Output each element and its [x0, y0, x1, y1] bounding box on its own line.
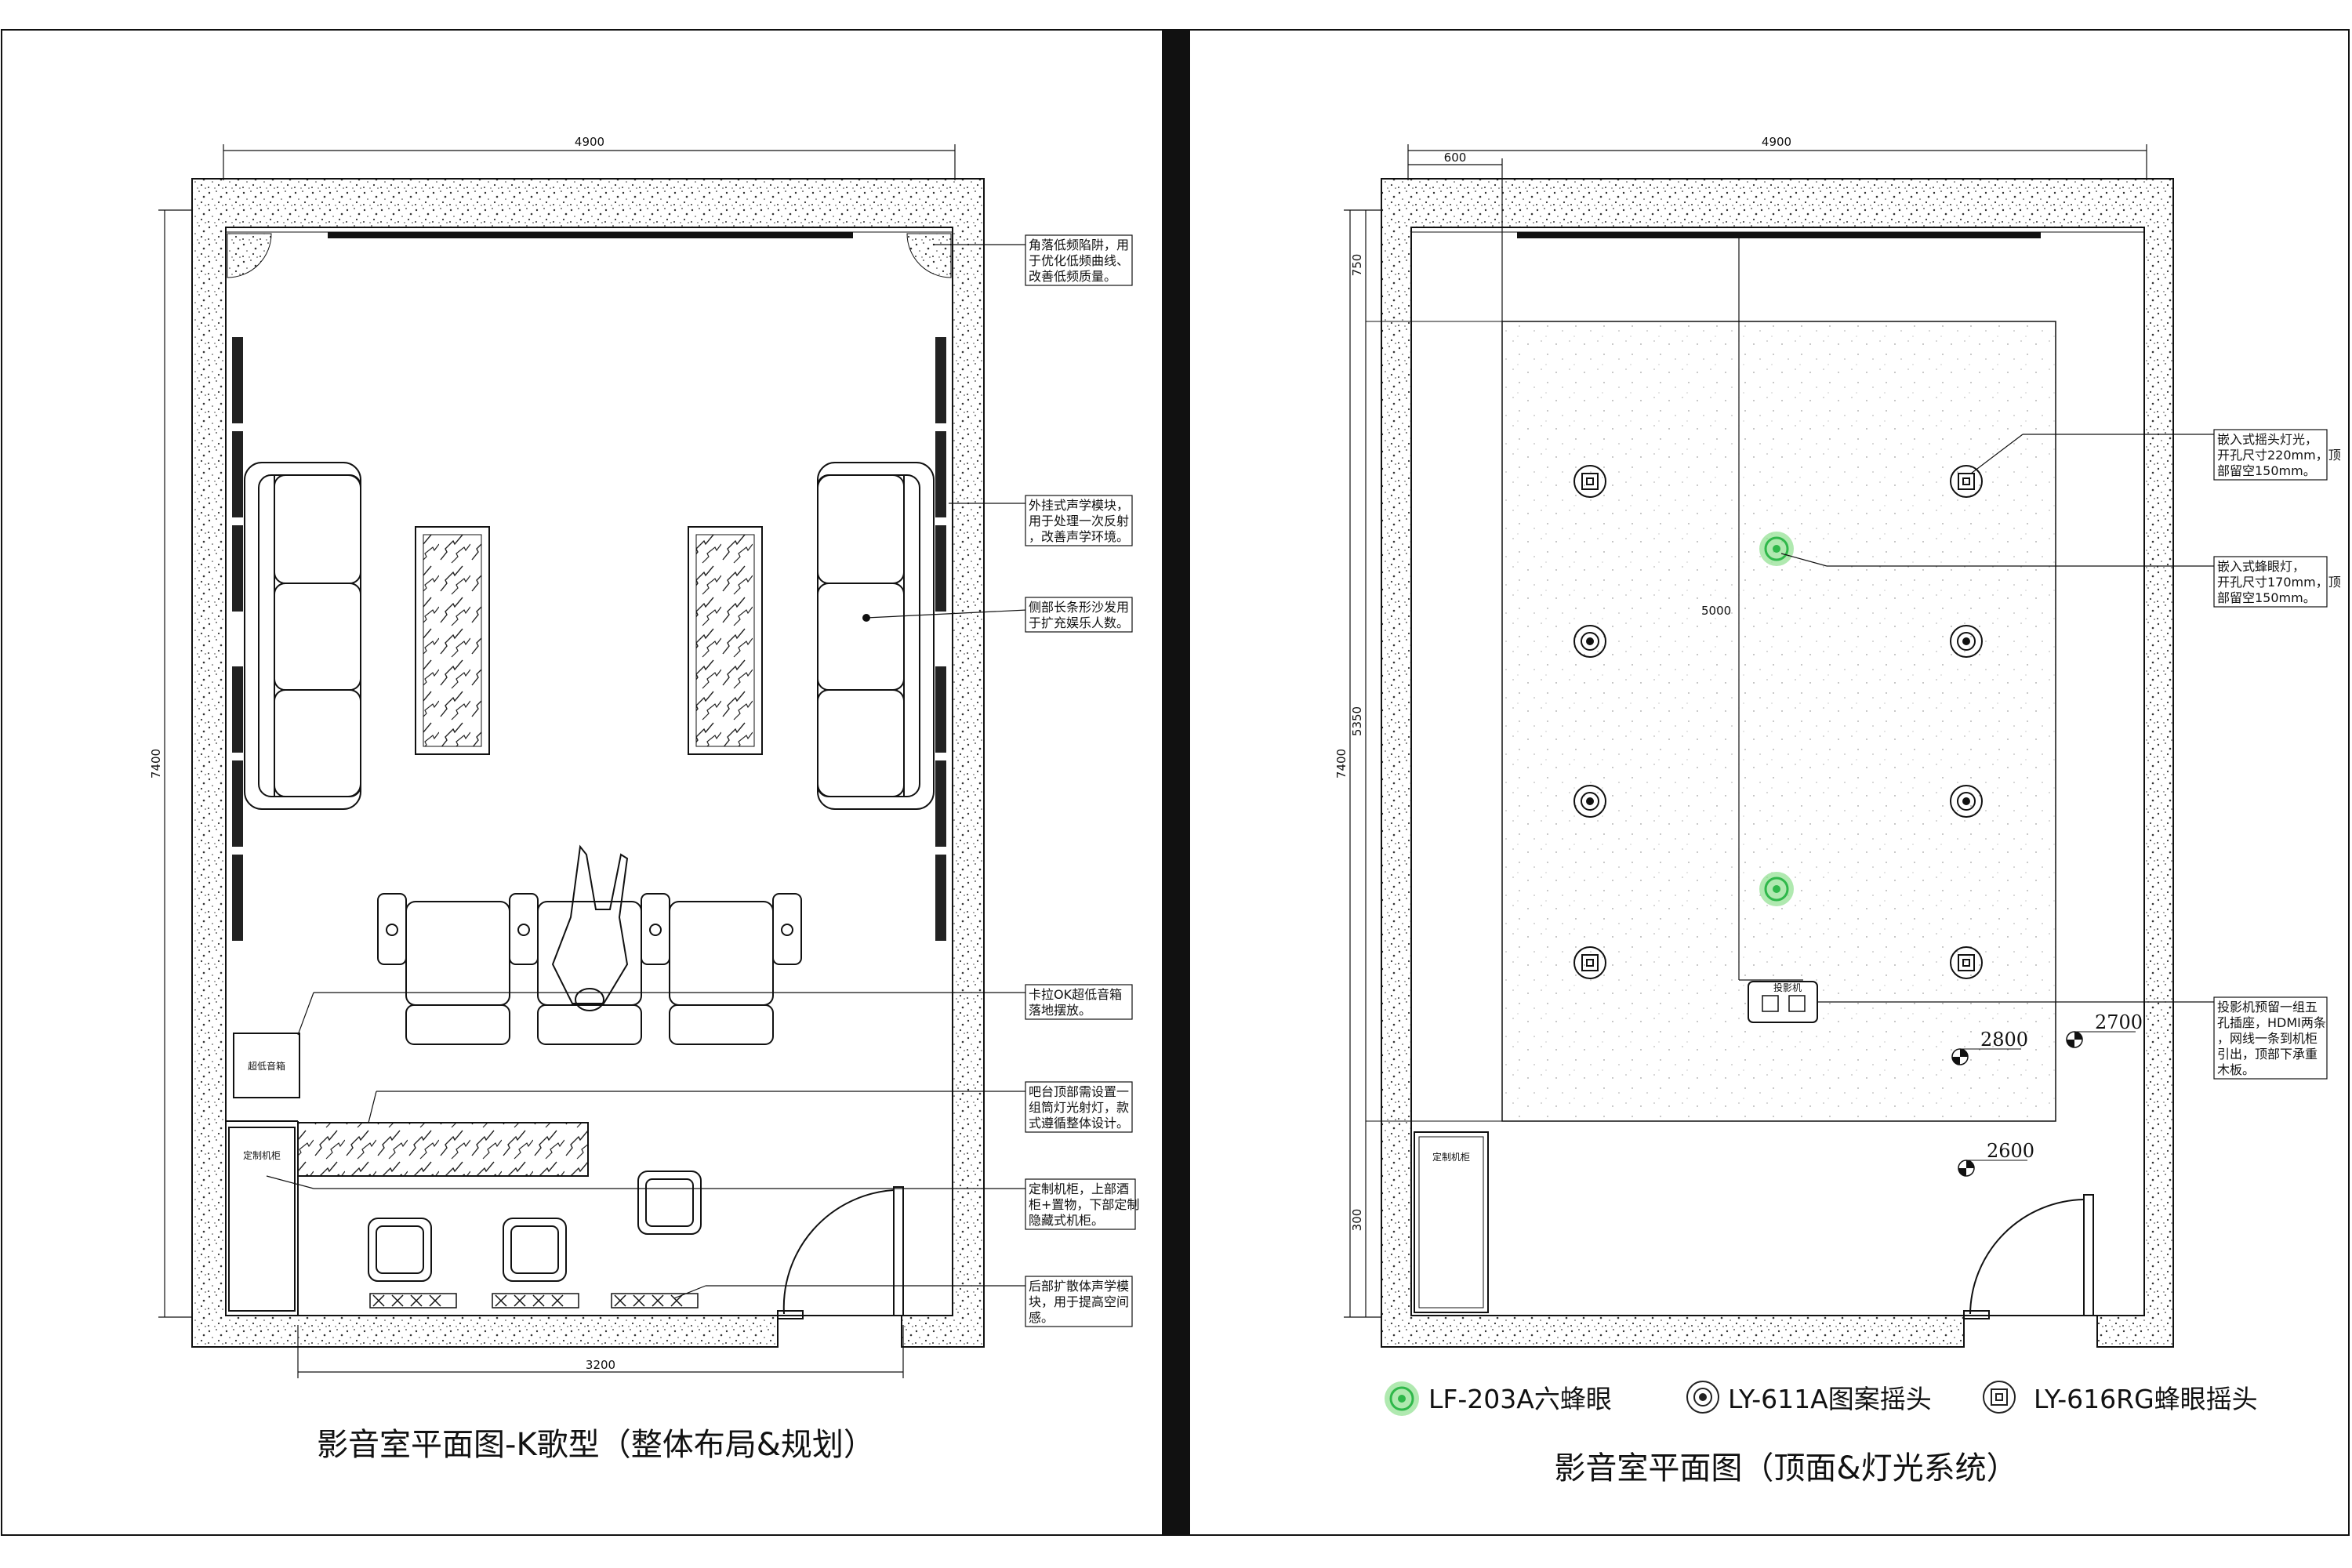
custom-cabinet [228, 1127, 296, 1312]
dim-center: 5000 [1701, 604, 1731, 618]
right-dim-left-mid: 5350 [1350, 706, 1364, 736]
svg-text:引出，顶部下承重: 引出，顶部下承重 [2217, 1047, 2318, 1062]
svg-text:组筒灯光射灯，款: 组筒灯光射灯，款 [1029, 1100, 1129, 1115]
bar-counter [297, 1122, 589, 1177]
right-screen [1517, 232, 2041, 238]
bass-trap-left [227, 233, 272, 278]
left-note-5: 吧台顶部需设置一 组筒灯光射灯，款 式遵循整体设计。 [1025, 1081, 1133, 1133]
right-dim-left-bottom: 300 [1350, 1209, 1364, 1232]
lighting-legend: LF-203A六蜂眼 LY-611A图案摇头 LY-616RG蜂眼摇头 [1385, 1381, 2258, 1416]
cabinet-label: 定制机柜 [243, 1149, 281, 1161]
svg-text:感。: 感。 [1029, 1310, 1054, 1325]
fixture-lf203a [1759, 532, 1794, 906]
beehive-moving-head-icon [1983, 1381, 2016, 1414]
svg-text:嵌入式蜂眼灯，: 嵌入式蜂眼灯， [2217, 559, 2305, 574]
svg-text:落地摆放。: 落地摆放。 [1029, 1003, 1091, 1018]
left-room-outline [225, 227, 953, 1316]
right-room-outline [1410, 227, 2145, 1316]
legend-label-3: LY-616RG蜂眼摇头 [2034, 1384, 2258, 1414]
right-dim-top: 4900 [1762, 135, 1791, 149]
right-entry-door [1963, 1194, 2094, 1319]
right-ceiling-plan: 5000 投影机 [1334, 135, 2341, 1486]
left-floor-plan: 超低音箱 定制机柜 [149, 135, 1139, 1463]
left-note-7: 后部扩散体声学模 块，用于提高空间 感。 [1025, 1276, 1133, 1327]
projector-label: 投影机 [1773, 982, 1802, 993]
svg-text:角落低频陷阱，用: 角落低频陷阱，用 [1029, 238, 1129, 252]
acoustic-panels-left [232, 337, 243, 941]
right-plan-title: 影音室平面图（顶面&灯光系统） [1554, 1450, 2017, 1486]
svg-text:2800: 2800 [1980, 1029, 2028, 1051]
svg-text:，网线一条到机柜: ，网线一条到机柜 [2217, 1031, 2318, 1046]
svg-text:部留空150mm。: 部留空150mm。 [2217, 590, 2316, 605]
right-note-3: 投影机预留一组五 孔插座，HDMI两条 ，网线一条到机柜 引出，顶部下承重 木板… [2213, 996, 2328, 1080]
coffee-table-left [415, 526, 490, 755]
svg-text:式遵循整体设计。: 式遵循整体设计。 [1029, 1116, 1129, 1131]
svg-text:开孔尺寸220mm，顶: 开孔尺寸220mm，顶 [2217, 448, 2341, 463]
dim-top: 4900 [575, 135, 604, 149]
svg-text:外挂式声学模块，: 外挂式声学模块， [1029, 498, 1129, 513]
recliner-row [377, 844, 802, 1045]
dim-bottom: 3200 [586, 1358, 615, 1372]
svg-text:定制机柜，上部酒: 定制机柜，上部酒 [1029, 1181, 1129, 1196]
svg-text:孔插座，HDMI两条: 孔插座，HDMI两条 [2217, 1015, 2326, 1030]
right-note-1: 嵌入式摇头灯光， 开孔尺寸220mm，顶 部留空150mm。 [2213, 429, 2341, 481]
svg-text:部留空150mm。: 部留空150mm。 [2217, 463, 2316, 478]
svg-text:柜+置物，下部定制: 柜+置物，下部定制 [1029, 1197, 1139, 1212]
svg-text:于扩充娱乐人数。: 于扩充娱乐人数。 [1029, 615, 1129, 630]
side-sofa-left [244, 462, 361, 810]
right-dim-left: 7400 [1334, 749, 1348, 779]
rear-diffusers [369, 1293, 699, 1308]
fixture-ly611a [1573, 625, 1983, 818]
right-leaders [1780, 434, 2216, 1003]
svg-text:隐藏式机柜。: 隐藏式机柜。 [1029, 1213, 1104, 1228]
subwoofer [233, 1033, 300, 1098]
svg-text:2600: 2600 [1987, 1140, 2034, 1162]
svg-text:块，用于提高空间: 块，用于提高空间 [1029, 1294, 1129, 1309]
left-plan-title: 影音室平面图-K歌型（整体布局&规划） [317, 1427, 875, 1463]
svg-text:木板。: 木板。 [2217, 1062, 2255, 1077]
svg-text:用于处理一次反射: 用于处理一次反射 [1029, 514, 1129, 528]
left-leaders [266, 244, 1028, 1299]
svg-text:吧台顶部需设置一: 吧台顶部需设置一 [1029, 1084, 1129, 1099]
left-note-6: 定制机柜，上部酒 柜+置物，下部定制 隐藏式机柜。 [1025, 1178, 1139, 1230]
subwoofer-label: 超低音箱 [248, 1060, 285, 1072]
right-note-2: 嵌入式蜂眼灯， 开孔尺寸170mm，顶 部留空150mm。 [2213, 556, 2341, 608]
acoustic-panels-right [935, 337, 946, 941]
svg-text:卡拉OK超低音箱: 卡拉OK超低音箱 [1029, 987, 1122, 1002]
svg-text:嵌入式摇头灯光，: 嵌入式摇头灯光， [2217, 432, 2318, 447]
entry-door [777, 1186, 904, 1319]
svg-text:2700: 2700 [2095, 1011, 2143, 1033]
sheet-divider [1162, 30, 1190, 1535]
svg-text:，改善声学环境。: ，改善声学环境。 [1029, 529, 1129, 544]
legend-label-2: LY-611A图案摇头 [1728, 1384, 1932, 1414]
left-note-2: 外挂式声学模块， 用于处理一次反射 ，改善声学环境。 [1025, 495, 1133, 546]
legend-label-1: LF-203A六蜂眼 [1428, 1384, 1612, 1414]
svg-text:投影机预留一组五: 投影机预留一组五 [2217, 1000, 2318, 1014]
right-dimensions [1344, 144, 2147, 1318]
svg-text:于优化低频曲线、: 于优化低频曲线、 [1029, 253, 1129, 268]
svg-text:侧部长条形沙发用: 侧部长条形沙发用 [1029, 600, 1129, 615]
green-beehive-light-icon [1385, 1381, 1419, 1416]
right-dim-top-small: 600 [1444, 151, 1467, 165]
svg-text:后部扩散体声学模: 后部扩散体声学模 [1029, 1279, 1129, 1294]
coffee-table-right [688, 526, 763, 755]
left-note-1: 角落低频陷阱，用 于优化低频曲线、 改善低频质量。 [1025, 234, 1133, 286]
svg-text:开孔尺寸170mm，顶: 开孔尺寸170mm，顶 [2217, 575, 2341, 590]
side-sofa-right [817, 462, 935, 810]
dim-left: 7400 [149, 749, 163, 779]
svg-text:改善低频质量。: 改善低频质量。 [1029, 269, 1116, 284]
pattern-moving-head-icon [1686, 1381, 1719, 1414]
right-cabinet-label: 定制机柜 [1432, 1151, 1470, 1163]
fixture-ly616rg [1573, 465, 1983, 979]
right-dim-left-top: 750 [1350, 254, 1364, 277]
elevation-markers: 2800 2700 2600 [1951, 1011, 2143, 1177]
left-note-3: 侧部长条形沙发用 于扩充娱乐人数。 [1025, 597, 1133, 633]
left-note-4: 卡拉OK超低音箱 落地摆放。 [1025, 984, 1133, 1020]
bass-trap-right [906, 233, 952, 278]
bar-stools [368, 1171, 702, 1282]
right-cabinet [1414, 1131, 1489, 1313]
left-dimensions [158, 144, 956, 1378]
projection-screen [328, 232, 853, 238]
